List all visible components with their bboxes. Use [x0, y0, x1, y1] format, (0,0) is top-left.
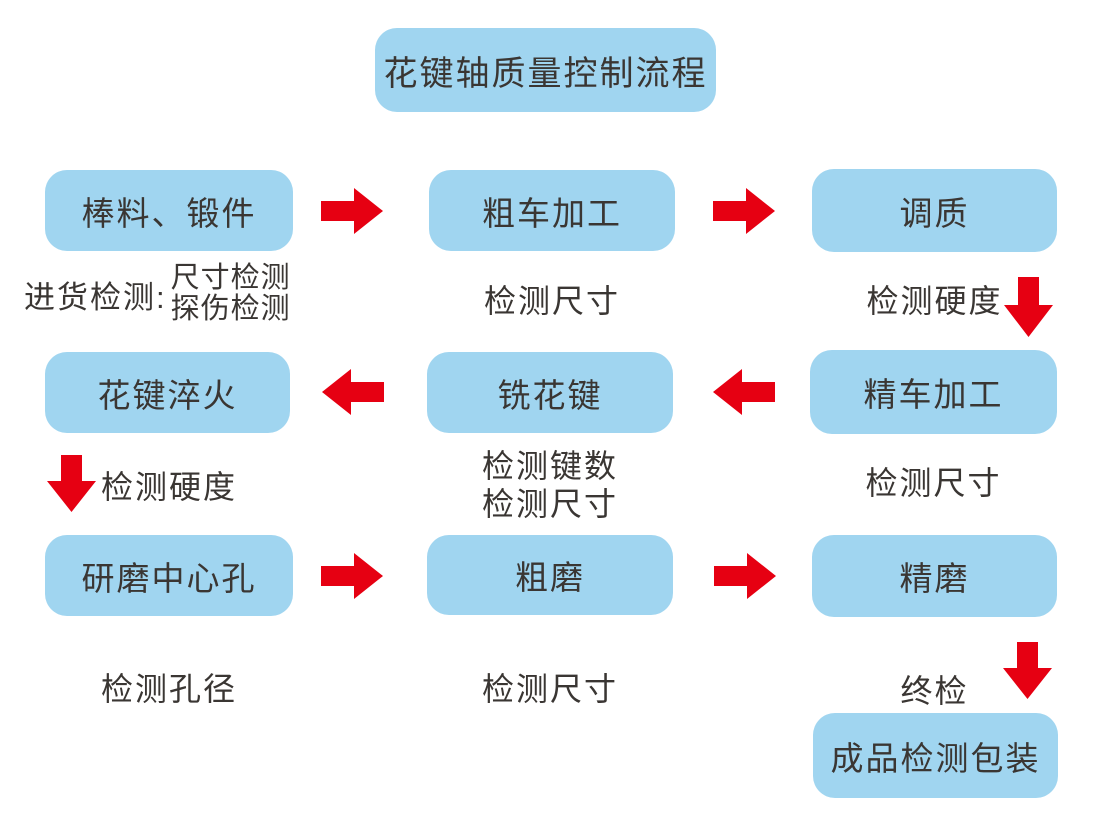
process-box-rough-grinding: 粗磨: [427, 535, 673, 615]
arrow-right-icon: [321, 551, 383, 601]
process-box-grind-center-hole: 研磨中心孔: [45, 535, 293, 616]
arrow-right-icon: [714, 551, 776, 601]
inspection-label-after-grind-center-hole: 检测孔径: [100, 671, 237, 707]
arrow-down-icon: [47, 455, 96, 512]
incoming-inspection-prefix: 进货检测:: [24, 279, 167, 315]
process-box-finish-turning: 精车加工: [810, 350, 1057, 434]
process-box-final-packaging: 成品检测包装: [813, 713, 1058, 798]
flowchart-title: 花键轴质量控制流程: [375, 28, 716, 112]
arrow-right-icon: [713, 186, 775, 236]
inspection-label-after-finish-turning: 检测尺寸: [865, 465, 1002, 501]
arrow-right-icon: [321, 186, 383, 236]
arrow-down-icon: [1004, 277, 1053, 337]
process-box-raw-material: 棒料、锻件: [45, 170, 293, 251]
process-box-spline-quenching: 花键淬火: [45, 352, 290, 433]
incoming-inspection-item-dimension: 尺寸检测: [170, 262, 291, 294]
inspection-label-after-rough-grinding: 检测尺寸: [481, 671, 618, 707]
process-box-finish-grinding: 精磨: [812, 535, 1057, 617]
arrow-left-icon: [713, 367, 775, 417]
process-box-spline-milling: 铣花键: [427, 352, 673, 433]
arrow-down-icon: [1003, 642, 1052, 699]
inspection-label-after-rough-turning: 检测尺寸: [483, 283, 620, 319]
inspection-label-after-quench-temper: 检测硬度: [866, 283, 1003, 319]
process-box-rough-turning: 粗车加工: [429, 170, 675, 251]
inspection-label-after-spline-milling-2: 检测尺寸: [481, 486, 618, 522]
inspection-label-after-spline-milling-1: 检测键数: [481, 448, 618, 484]
process-box-quench-temper: 调质: [812, 169, 1057, 252]
arrow-left-icon: [322, 367, 384, 417]
incoming-inspection-label: 进货检测: 尺寸检测 探伤检测: [24, 262, 291, 326]
inspection-label-final-inspection: 终检: [900, 673, 969, 709]
inspection-label-after-spline-quenching: 检测硬度: [101, 469, 238, 505]
incoming-inspection-item-flaw: 探伤检测: [170, 293, 291, 326]
